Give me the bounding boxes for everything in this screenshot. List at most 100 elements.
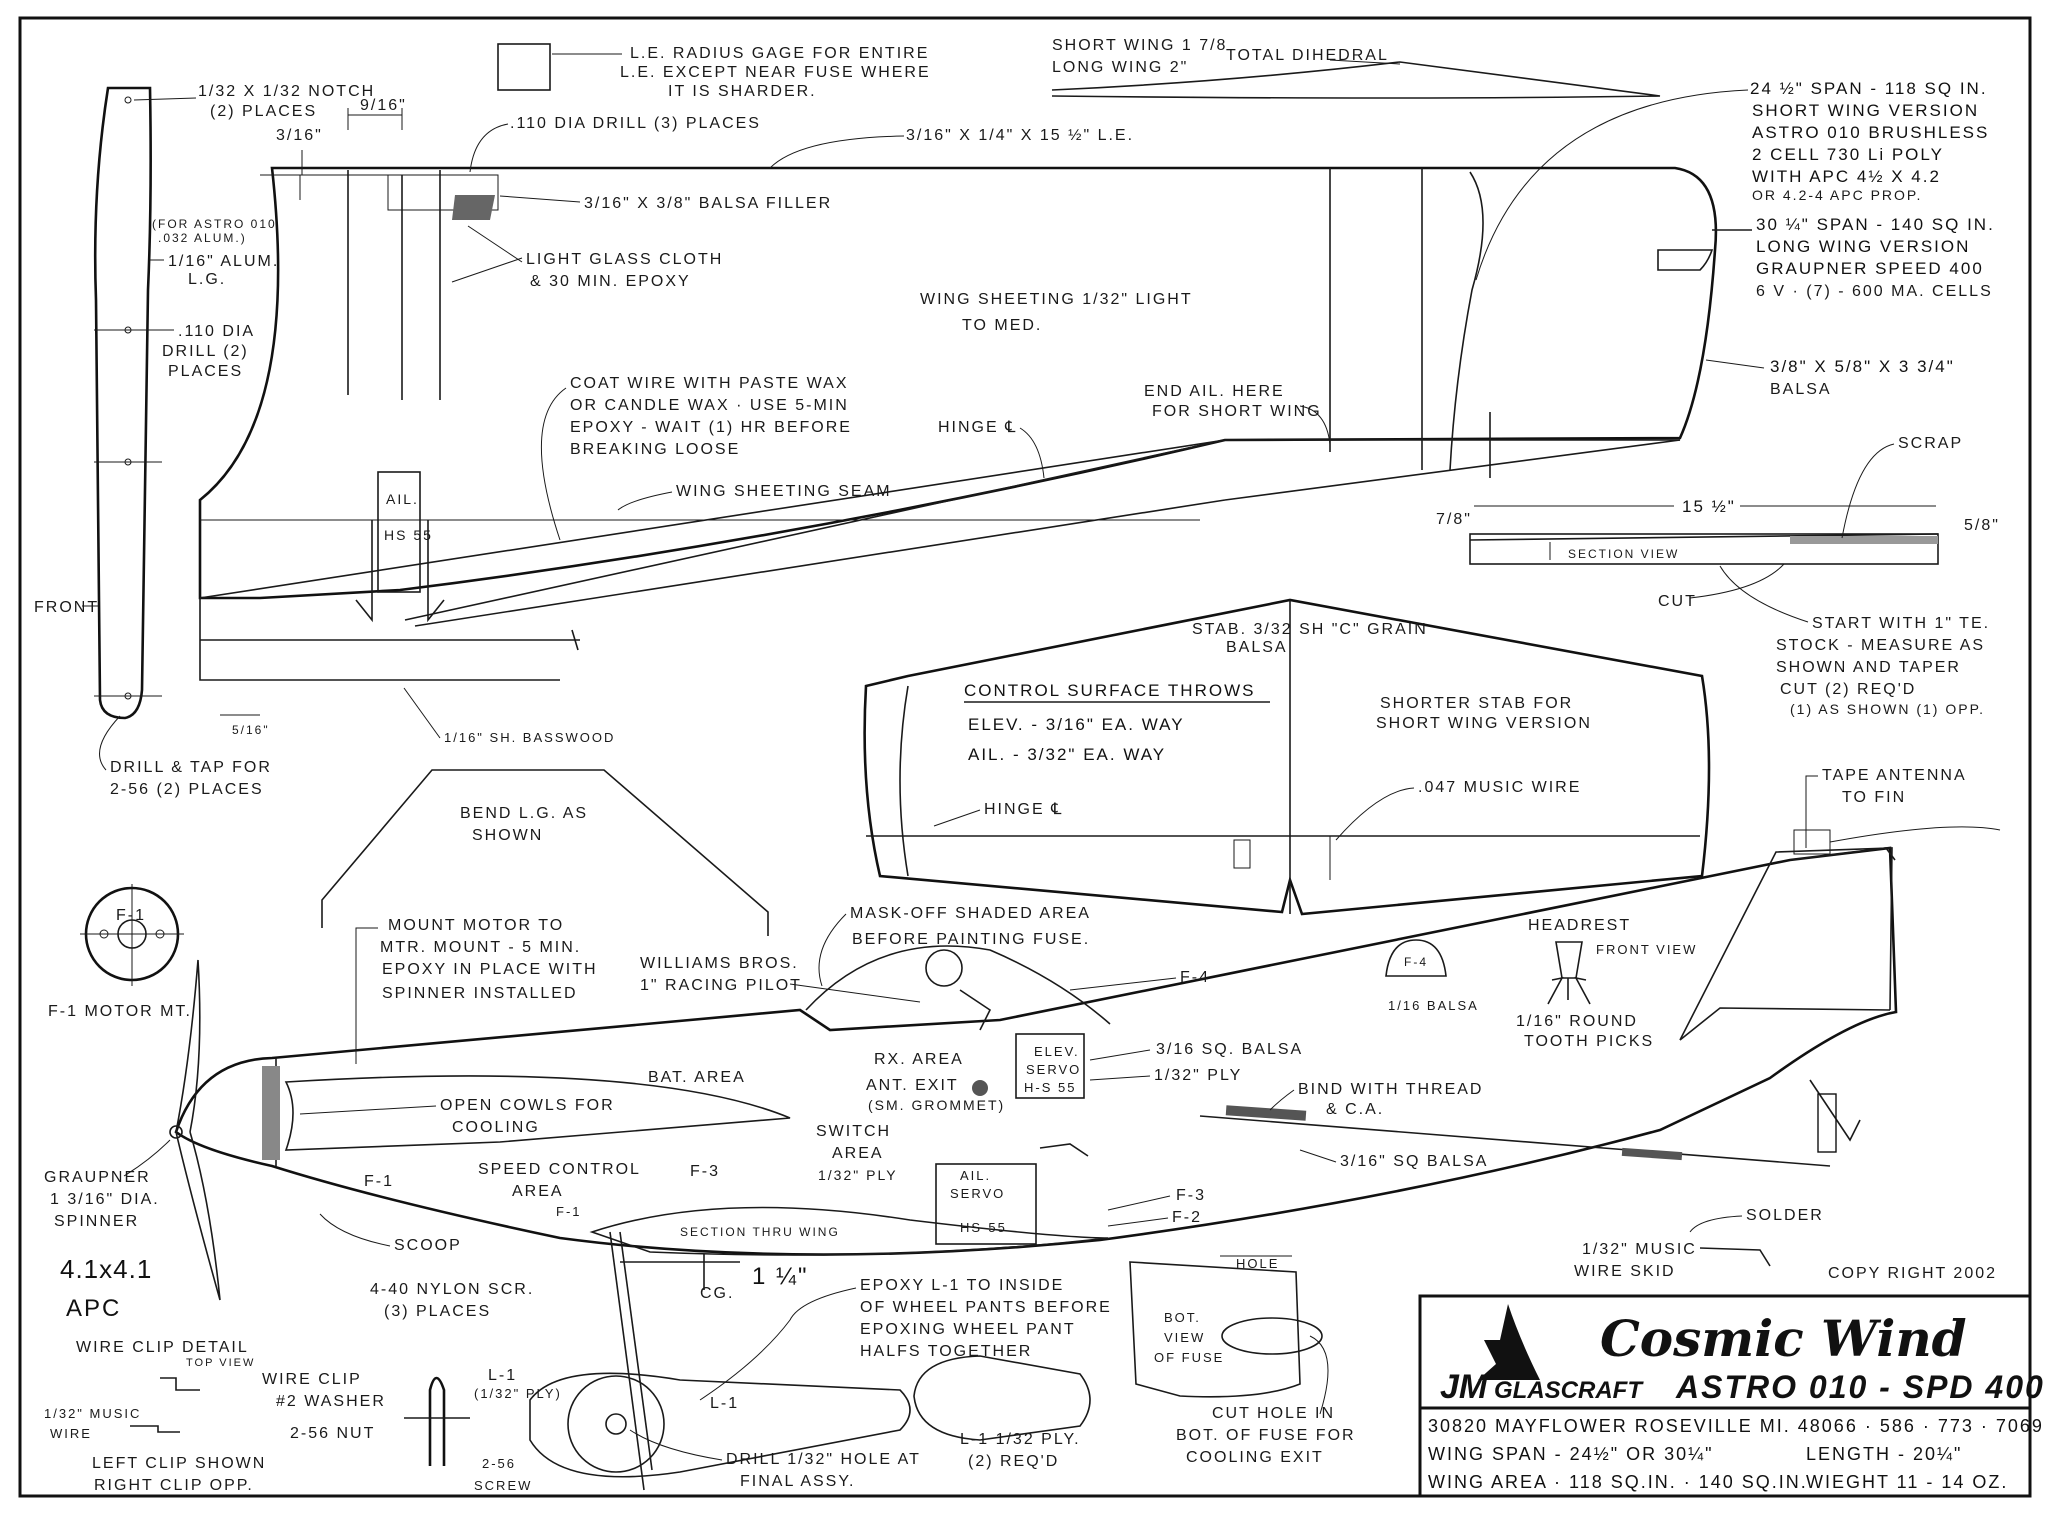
cut-hole-2: BOT. OF FUSE FOR — [1176, 1427, 1356, 1444]
coat-label-4: BREAKING LOOSE — [570, 441, 740, 458]
mask-1: MASK-OFF SHADED AREA — [850, 905, 1091, 922]
stabilizer-planform — [863, 598, 1711, 916]
fin — [1679, 847, 1893, 1041]
top-view-label: TOP VIEW — [186, 1357, 255, 1369]
stab-hinge: HINGE ℄ — [984, 801, 1063, 818]
glass-label-2: & 30 MIN. EPOXY — [530, 273, 691, 290]
notch-label: 1/32 X 1/32 NOTCH — [198, 83, 375, 100]
tape-2: TO FIN — [1842, 789, 1906, 806]
l1-ply: (1/32" PLY) — [474, 1386, 562, 1401]
dim-3-16: 3/16" — [276, 127, 323, 144]
bot-2: VIEW — [1164, 1330, 1205, 1345]
elev-servo-2: SERVO — [1026, 1062, 1081, 1077]
mount-4: SPINNER INSTALLED — [382, 985, 578, 1002]
span-short-4: 2 CELL 730 Li POLY — [1752, 145, 1944, 164]
speed-2: AREA — [512, 1183, 564, 1200]
prop-2: APC — [66, 1295, 121, 1322]
le-gage-label-3: IT IS SHARDER. — [668, 83, 817, 100]
le-gage-label-1: L.E. RADIUS GAGE FOR ENTIRE — [630, 45, 929, 62]
start-2: STOCK - MEASURE AS — [1776, 637, 1985, 654]
cowl-2: COOLING — [452, 1119, 540, 1136]
span-long-4: 6 V · (7) - 600 MA. CELLS — [1756, 283, 1993, 300]
hinge-label: HINGE ℄ — [938, 419, 1017, 436]
title-block — [1418, 1294, 2032, 1498]
wing-sheeting-2: TO MED. — [962, 317, 1042, 334]
wing-planform: AIL. HS 55 — [198, 166, 1718, 681]
f1-motor-mount — [80, 884, 184, 986]
landing-gear-bend — [321, 769, 769, 936]
logo-main: JM — [1440, 1368, 1488, 1406]
bottom-fuse-view — [1129, 1261, 1301, 1398]
drill-hole-2: FINAL ASSY. — [740, 1473, 855, 1490]
logo-rest: GLASCRAFT — [1494, 1377, 1644, 1404]
epoxy-2: OF WHEEL PANTS BEFORE — [860, 1299, 1112, 1316]
ply-label-2: 1/32" PLY — [818, 1167, 898, 1183]
te-section-view — [1469, 533, 1939, 565]
span-short-3: ASTRO 010 BRUSHLESS — [1752, 123, 1989, 142]
section-view-label: SECTION VIEW — [1568, 547, 1679, 561]
basswood-label: 1/16" SH. BASSWOOD — [444, 730, 615, 745]
tip-block-label: 3/8" X 5/8" X 3 3/4" — [1770, 357, 1955, 376]
bot-3: OF FUSE — [1154, 1350, 1224, 1365]
span-long-2: LONG WING VERSION — [1756, 237, 1970, 256]
cowl-1: OPEN COWLS FOR — [440, 1097, 615, 1114]
astro-note-2: .032 ALUM.) — [158, 231, 247, 245]
te-7-8: 7/8" — [1436, 511, 1472, 528]
span-short-5: WITH APC 4½ X 4.2 — [1752, 167, 1941, 186]
copyright: COPY RIGHT 2002 — [1828, 1265, 1997, 1282]
drill-label: .110 DIA DRILL (3) PLACES — [510, 115, 761, 132]
section-thru-label: SECTION THRU WING — [680, 1225, 840, 1239]
coat-label-1: COAT WIRE WITH PASTE WAX — [570, 375, 849, 392]
solder-label: SOLDER — [1746, 1207, 1824, 1224]
front-label: FRONT — [34, 599, 99, 616]
wheel — [567, 1375, 665, 1473]
pilot-1: WILLIAMS BROS. — [640, 955, 799, 972]
dihedral-total: TOTAL DIHEDRAL — [1226, 47, 1389, 64]
f4-balsa-label: 1/16 BALSA — [1388, 998, 1479, 1013]
start-5: (1) AS SHOWN (1) OPP. — [1790, 701, 1985, 717]
wire-clip-detail: WIRE CLIP DETAIL — [76, 1339, 249, 1356]
dim-5-16: 5/16" — [232, 723, 270, 737]
music-wire-2a: 1/32" MUSIC — [44, 1406, 141, 1421]
wheel-pant — [529, 1372, 911, 1478]
address: 30820 MAYFLOWER ROSEVILLE MI. 48066 · 58… — [1428, 1416, 2044, 1436]
tip-block-label-2: BALSA — [1770, 381, 1832, 398]
left-clip-2: RIGHT CLIP OPP. — [94, 1477, 254, 1494]
span-long-3: GRAUPNER SPEED 400 — [1756, 259, 1984, 278]
nylon-1: 4-40 NYLON SCR. — [370, 1281, 534, 1298]
epoxy-4: HALFS TOGETHER — [860, 1343, 1032, 1360]
shorter-stab-2: SHORT WING VERSION — [1376, 715, 1592, 732]
l1-label: L-1 — [488, 1367, 517, 1384]
ail-servo-1: AIL. — [960, 1168, 991, 1183]
prop-1: 4.1x4.1 — [60, 1254, 152, 1284]
lg-alum-label-2: L.G. — [188, 271, 226, 288]
dim-9-16: 9/16" — [360, 97, 407, 114]
drill-110-label-2: DRILL (2) — [162, 343, 249, 360]
fuselage-side-view — [169, 846, 1898, 1491]
scoop-label: SCOOP — [394, 1237, 462, 1254]
cut-hole-1: CUT HOLE IN — [1212, 1405, 1335, 1422]
te-length: 15 ½" — [1682, 497, 1736, 516]
wing-ail-label: AIL. — [386, 491, 419, 507]
dihedral-long: LONG WING 2" — [1052, 59, 1188, 76]
f4-part — [1385, 939, 1447, 977]
length: LENGTH - 20¼" — [1806, 1444, 1962, 1464]
notch-label-2: (2) PLACES — [210, 103, 317, 120]
skid-2: WIRE SKID — [1574, 1263, 1676, 1280]
scrap-label: SCRAP — [1898, 435, 1963, 452]
screw-2: SCREW — [474, 1478, 532, 1493]
bend-label-1: BEND L.G. AS — [460, 805, 588, 822]
picks-1: 1/16" ROUND — [1516, 1013, 1638, 1030]
epoxy-3: EPOXING WHEEL PANT — [860, 1321, 1076, 1338]
front-view-label: FRONT VIEW — [1596, 942, 1697, 957]
wing-servo-label: HS 55 — [384, 527, 433, 543]
dihedral-short: SHORT WING 1 7/8 — [1052, 37, 1227, 54]
f2-label: F-2 — [1172, 1209, 1202, 1226]
f4-label: F-4 — [1180, 969, 1210, 986]
start-3: SHOWN AND TAPER — [1776, 659, 1961, 676]
speed-1: SPEED CONTROL — [478, 1161, 641, 1178]
f1-side-label: F-1 — [364, 1173, 394, 1190]
seam-label: WING SHEETING SEAM — [676, 483, 892, 500]
ail-servo-3: HS-55 — [960, 1220, 1007, 1235]
span-short-2: SHORT WING VERSION — [1752, 101, 1979, 120]
